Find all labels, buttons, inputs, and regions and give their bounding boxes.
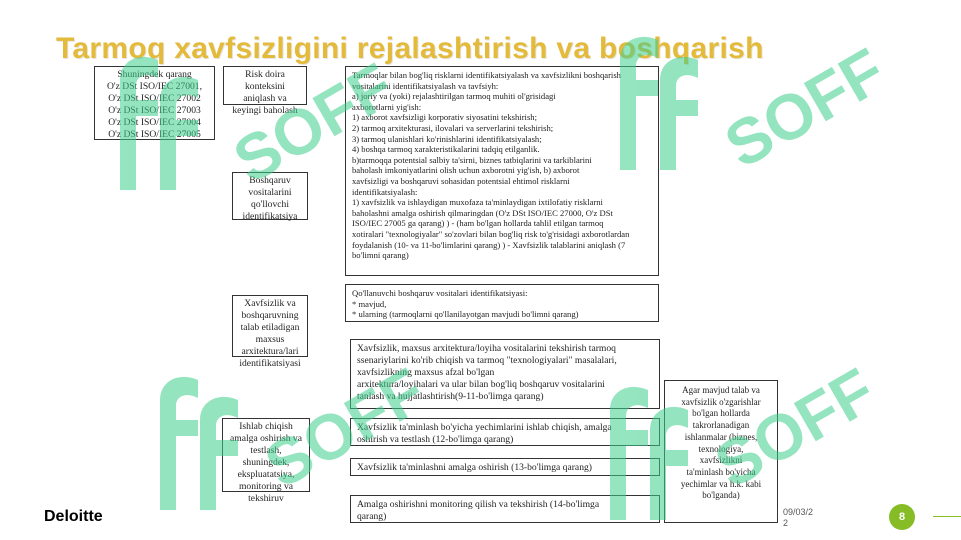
main-text-line: 4) boshqa tarmoq xarakteristikalarini ta…: [352, 144, 540, 155]
solution-implementation-box: Xavfsizlik ta'minlash bo'yicha yechimlar…: [350, 418, 660, 446]
architecture-line: xavfsizlikning maxsus afzal bo'lgan: [357, 367, 495, 378]
main-text-line: xavfsizligi va boshqaruvi sohasidan pote…: [352, 175, 570, 186]
monitoring-review-box: Amalga oshirishni monitoring qilish va t…: [350, 495, 660, 523]
main-text-line: bo'limni qarang): [352, 250, 409, 261]
operation-text: Xavfsizlik ta'minlashni amalga oshirish …: [357, 462, 592, 473]
architecture-line: Xavfsizlik, maxsus arxitektura/loyiha vo…: [357, 343, 616, 354]
implementation-line: oshirish va testlash (12-bo'limga qarang…: [357, 434, 514, 445]
side-note-line: xavfsizlikni: [699, 455, 743, 466]
footer-accent-line: [933, 516, 961, 517]
main-text-line: 1) axborot xavfsizligi korporativ siyosa…: [352, 112, 537, 123]
side-note-line: Agar mavjud talab va: [682, 385, 760, 395]
architecture-line: arxitektura/loyihalari va ular bilan bog…: [357, 379, 605, 390]
risk-context-text: Risk doira konteksini aniqlash va keying…: [232, 69, 298, 116]
main-text-line: Tarmoqlar bilan bog'liq risklarni identi…: [352, 70, 621, 80]
security-architecture-box: Xavfsizlik, maxsus arxitektura/loyiha vo…: [350, 339, 660, 409]
deloitte-logo: Deloitte: [44, 508, 103, 525]
main-text-line: baholash imkoniyatlarini olish uchun axb…: [352, 165, 580, 176]
main-text-line: ISO/IEC 27005 ga qarang) ) - (ham bo'lga…: [352, 218, 604, 229]
side-note-line: yechimlar va h.k. kabi: [680, 478, 762, 489]
identified-line: * ularning (tarmoqlarni qo'llanilayotgan…: [352, 309, 579, 320]
date-line: 2: [783, 518, 789, 528]
side-note-line: ishlanmalar (biznes,: [684, 431, 758, 442]
standards-line: O'z DSt ISO/IEC 27003: [108, 105, 201, 116]
standards-line: Shuningdek qarang: [117, 69, 192, 80]
side-note-line: ta'minlash bo'yicha: [686, 466, 756, 477]
slide-date: 09/03/2 2: [783, 507, 813, 529]
main-text-line: axborotlarni yig'ish:: [352, 101, 422, 112]
controls-identification-text: Boshqaruv vositalarini qo'llovchi identi…: [242, 175, 298, 222]
design-implementation-text: Ishlab chiqish amalga oshirish va testla…: [230, 421, 302, 504]
risk-identification-text-box: Tarmoqlar bilan bog'liq risklarni identi…: [345, 66, 659, 276]
standards-line: O'z DSt ISO/IEC 27002: [108, 93, 201, 104]
architecture-line: ssenariylarini ko'rib chiqish va tarmoq …: [357, 355, 617, 366]
main-text-line: foydalanish (10- va 11-bo'limlarini qara…: [352, 239, 626, 250]
risk-context-box: Risk doira konteksini aniqlash va keying…: [223, 66, 307, 116]
side-note-line: takrorlanadigan: [692, 420, 750, 431]
main-text-line: b)tarmoqqa potentsial salbiy ta'sirni, b…: [352, 154, 592, 165]
security-requirements-text: Xavfsizlik va boshqaruvning talab etilad…: [239, 298, 301, 369]
main-text-line: identifikatsiyalash:: [352, 186, 418, 197]
standards-line: O'z DSt ISO/IEC 27001,: [106, 81, 202, 92]
side-note-line: bo'lgan hollarda: [692, 408, 750, 419]
main-text-line: a) joriy va (yoki) rejalashtirilgan tarm…: [352, 91, 556, 102]
security-operation-box: Xavfsizlik ta'minlashni amalga oshirish …: [350, 458, 660, 476]
monitoring-line: Amalga oshirishni monitoring qilish va t…: [357, 499, 600, 510]
main-text-line: 3) tarmoq ulanishlari ko'rinishlarini id…: [352, 133, 542, 144]
main-text-line: 1) xavfsizlik va ishlaydigan muxofaza ta…: [352, 197, 603, 208]
monitoring-line: qarang): [357, 511, 387, 522]
controls-identification-box: Boshqaruv vositalarini qo'llovchi identi…: [232, 172, 308, 222]
main-text-line: xotiralari "texnologiyalar" so'zovlari b…: [352, 228, 630, 239]
standards-line: O'z DSt ISO/IEC 27005: [108, 129, 201, 140]
side-note-line: xavfsizlik o'zgarishlar: [681, 396, 761, 407]
architecture-line: tanlash va hujjatlashtirish(9-11-bo'limg…: [357, 391, 544, 402]
identified-controls-box: Qo'llanuvchi boshqaruv vositalari identi…: [345, 284, 659, 322]
side-note-line: texnologiya,: [698, 443, 744, 454]
identified-line: Qo'llanuvchi boshqaruv vositalari identi…: [352, 288, 528, 298]
page-number-badge: 8: [889, 504, 915, 530]
design-implementation-box: Ishlab chiqish amalga oshirish va testla…: [222, 418, 310, 504]
standards-box: Shuningdek qarang O'z DSt ISO/IEC 27001,…: [94, 66, 215, 140]
main-text-line: vositalarini identifikatsiyalash va tavf…: [352, 80, 499, 91]
main-text-line: baholashni amalga oshirish qilmaringdan …: [352, 207, 613, 218]
security-requirements-box: Xavfsizlik va boshqaruvning talab etilad…: [232, 295, 308, 369]
identified-line: * mavjud,: [352, 298, 387, 309]
side-note-line: bo'lganda): [702, 490, 740, 501]
slide-title: Tarmoq xavfsizligini rejalashtirish va b…: [56, 32, 764, 65]
main-text-line: 2) tarmoq arxitekturasi, ilovalari va se…: [352, 122, 554, 133]
change-note-box: Agar mavjud talab va xavfsizlik o'zgaris…: [664, 380, 778, 523]
implementation-line: Xavfsizlik ta'minlash bo'yicha yechimlar…: [357, 422, 612, 433]
date-line: 09/03/2: [783, 507, 814, 517]
standards-line: O'z DSt ISO/IEC 27004: [108, 117, 201, 128]
